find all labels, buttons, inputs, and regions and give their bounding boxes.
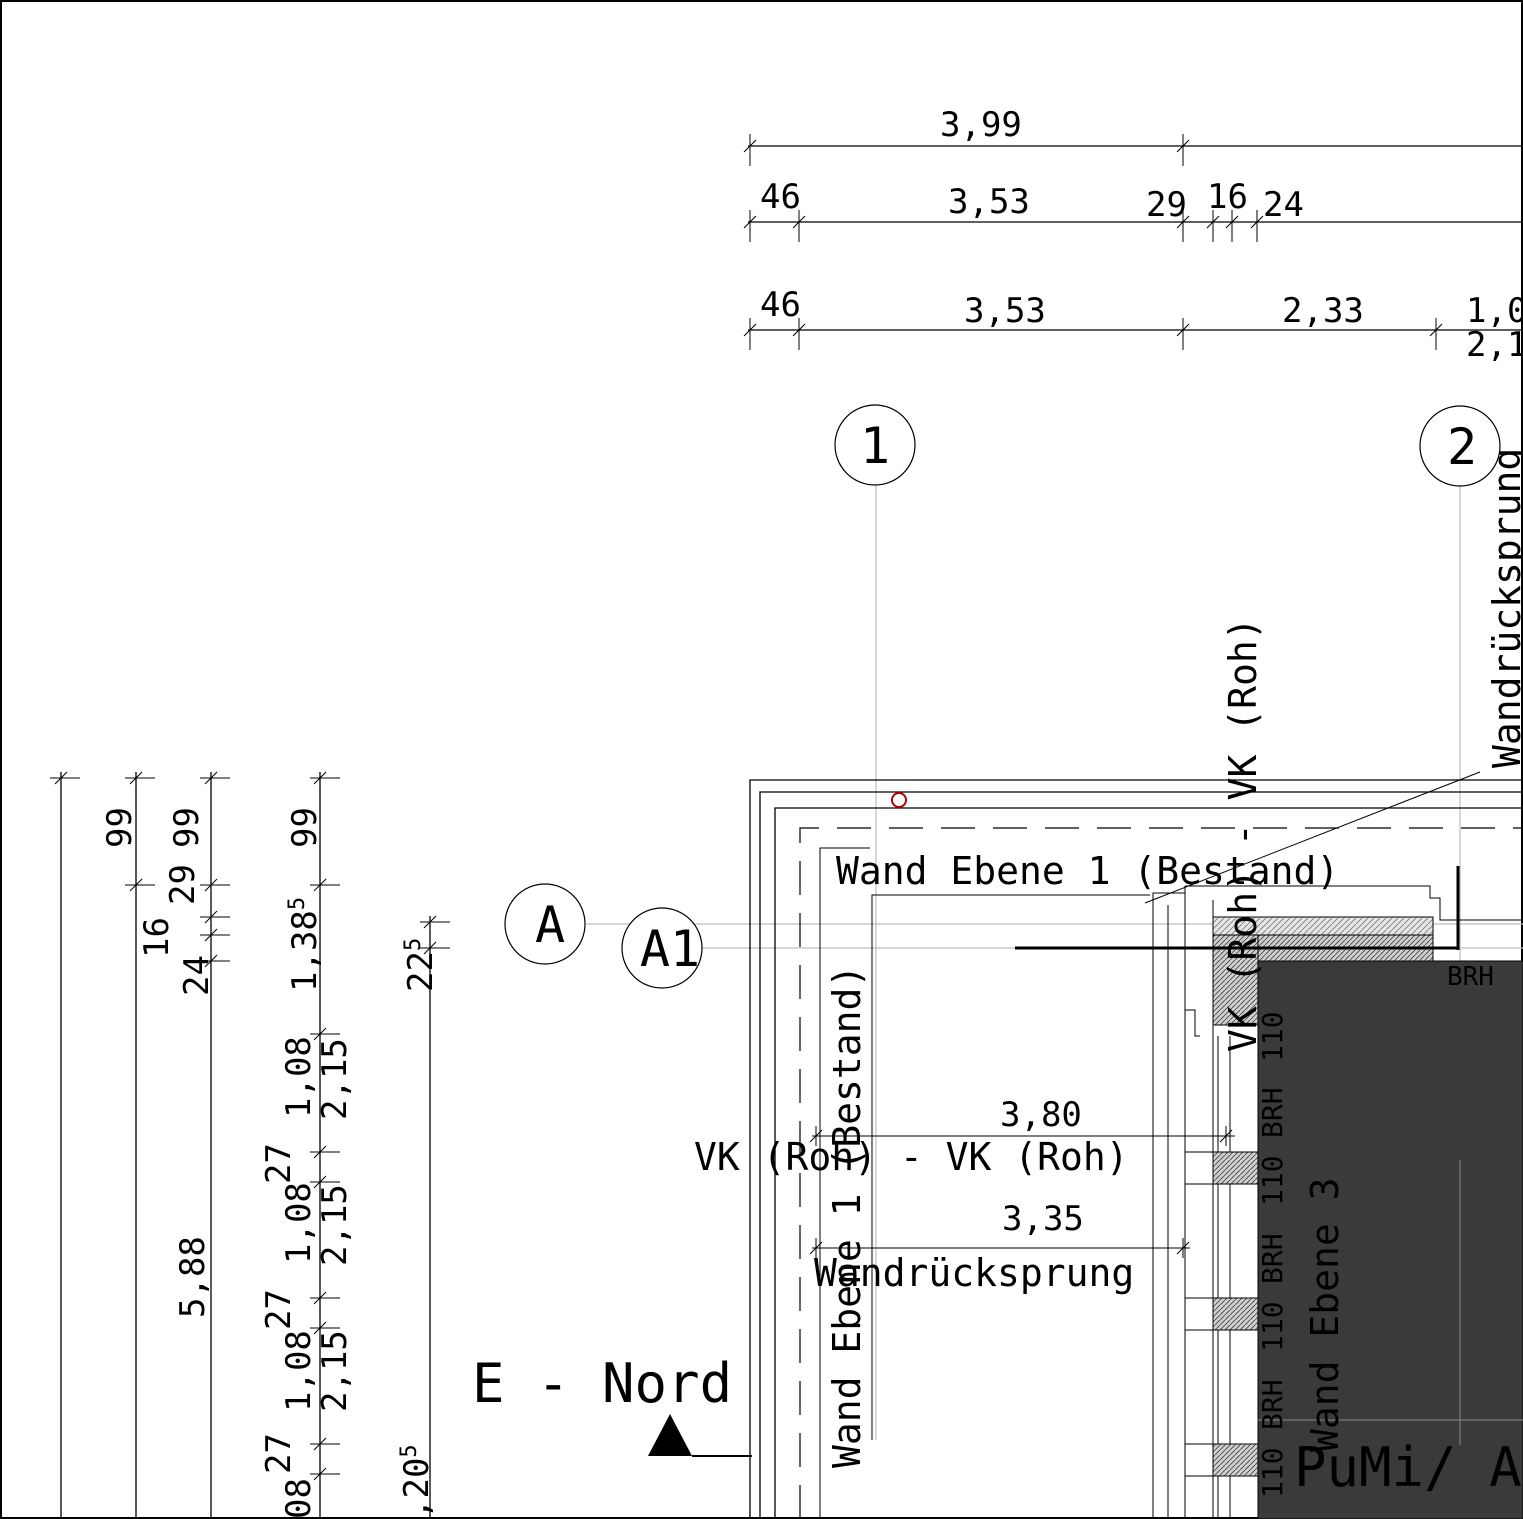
- label-brh-2: BRH: [1256, 1233, 1289, 1284]
- dim-left-c4-20-5: ,205: [397, 1444, 437, 1519]
- axis-label-2: 2: [1447, 418, 1477, 476]
- dim-left-27-c: 27: [259, 1433, 299, 1474]
- dim-3-53-row2: 3,53: [948, 182, 1030, 222]
- dim-22-5-superscript: 5: [401, 938, 426, 951]
- label-brh-110-3: 110: [1256, 1301, 1289, 1352]
- north-arrow-icon: [648, 1414, 692, 1456]
- label-brh-top: BRH: [1447, 962, 1494, 992]
- axis-label-A1: A1: [640, 920, 700, 978]
- dim-20-5-value: ,20: [397, 1458, 437, 1519]
- window-jamb-1: [1212, 1151, 1259, 1185]
- dim-46-row3: 46: [760, 285, 801, 325]
- window-jamb-3: [1212, 1443, 1259, 1477]
- dim-20-5-superscript: 5: [397, 1444, 422, 1457]
- recess-leader-line: [1144, 771, 1481, 904]
- axis-bubble-A: [504, 883, 586, 965]
- dim-left-1-08-c: 1,08: [279, 1330, 319, 1412]
- axis-bubble-A1: [621, 907, 703, 989]
- label-vk-roh-horizontal: VK (Roh) - VK (Roh): [694, 1135, 1129, 1179]
- dim-left-c3-1-38: 1,385: [285, 897, 325, 992]
- label-brh-3: BRH: [1256, 1379, 1289, 1430]
- window-jamb-2: [1212, 1297, 1259, 1331]
- label-brh-1: BRH: [1256, 1087, 1289, 1138]
- axis-label-A: A: [535, 896, 565, 954]
- axis-label-1: 1: [860, 417, 890, 475]
- dim-left-2-15-b: 2,15: [315, 1184, 355, 1266]
- label-vk-roh-vertical: VK (Roh) - VK (Roh): [1221, 617, 1265, 1052]
- dim-22-5-value: 22: [401, 951, 441, 992]
- label-wall-level1-horizontal: Wand Ebene 1 (Bestand): [836, 849, 1339, 893]
- dim-left-c1-5-88: 5,88: [173, 1236, 213, 1318]
- reference-point-marker: [891, 792, 907, 808]
- dim-left-2-15-a: 2,15: [315, 1038, 355, 1120]
- label-wall-level3: Wand Ebene 3: [1303, 1177, 1347, 1452]
- dim-16-row2: 16: [1207, 177, 1248, 217]
- hatched-wall-side: [1212, 934, 1259, 1026]
- dim-left-c1-99: 99: [100, 807, 140, 848]
- axis-bubble-1: [834, 404, 916, 486]
- dim-left-1-08-a: 1,08: [279, 1036, 319, 1118]
- label-wall-level1-vertical: Wand Ebene 1 (Bestand): [825, 965, 869, 1468]
- dim-left-c2-29: 29: [163, 864, 203, 905]
- dim-1-38-superscript: 5: [285, 897, 310, 910]
- dim-3-80: 3,80: [1000, 1095, 1082, 1135]
- dim-2-33-row3: 2,33: [1282, 291, 1364, 331]
- dim-left-c2-24: 24: [177, 955, 217, 996]
- dim-3-53-row3: 3,53: [964, 291, 1046, 331]
- dim-left-27-a: 27: [259, 1143, 299, 1184]
- dim-left-c2-99: 99: [167, 807, 207, 848]
- label-recess-horizontal: Wandrücksprung: [814, 1251, 1134, 1295]
- dim-29-row2: 29: [1146, 185, 1187, 225]
- label-pumi: PuMi/ Ab: [1294, 1436, 1523, 1499]
- existing-building-dark-fill: [1257, 960, 1523, 1519]
- top-dimension-chains: [743, 134, 1523, 350]
- label-elevation-north: E - Nord: [472, 1352, 732, 1415]
- label-brh-110-1: 110: [1256, 1011, 1289, 1062]
- dim-left-27-b: 27: [259, 1289, 299, 1330]
- axis-bubble-2: [1419, 405, 1501, 487]
- dim-2-1-row3: 2,1: [1466, 325, 1523, 365]
- dim-24-row2: 24: [1263, 185, 1304, 225]
- dim-left-c4-22-5: 225: [401, 938, 441, 992]
- dim-left-2-15-c: 2,15: [315, 1330, 355, 1412]
- dim-46-row2: 46: [760, 177, 801, 217]
- dim-1-38-value: 1,38: [285, 910, 325, 992]
- dim-left-c2-16: 16: [137, 917, 177, 958]
- dim-3-35: 3,35: [1002, 1199, 1084, 1239]
- dim-left-c3-99: 99: [285, 807, 325, 848]
- dim-1-0-row3: 1,0: [1466, 291, 1523, 331]
- label-recess-vertical: Wandrücksprung: [1485, 448, 1523, 768]
- left-dimension-chains: [50, 771, 450, 1519]
- label-brh-110-4: 110: [1256, 1447, 1289, 1498]
- dim-left-08: 08: [279, 1478, 319, 1519]
- dim-3-99: 3,99: [940, 105, 1022, 145]
- label-brh-110-2: 110: [1256, 1155, 1289, 1206]
- wall-outlines: [749, 779, 1523, 1519]
- dim-left-1-08-b: 1,08: [279, 1182, 319, 1264]
